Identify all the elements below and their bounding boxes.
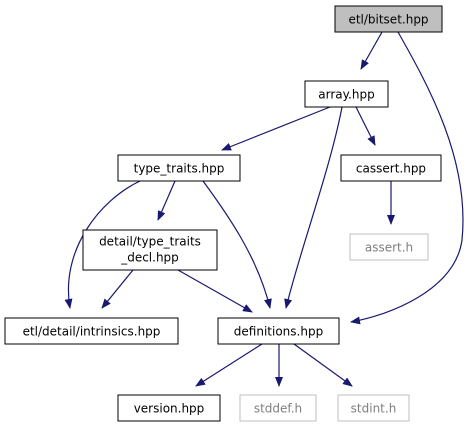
node-box — [349, 233, 429, 261]
node-cassert[interactable]: cassert.hpp — [340, 154, 442, 182]
node-type-traits[interactable]: type_traits.hpp — [117, 154, 241, 182]
node-box — [337, 394, 410, 422]
node-layer: etl/bitset.hpp array.hpp type_traits.hpp ca… — [4, 5, 443, 422]
node-label: assert.h — [365, 241, 413, 255]
node-box — [340, 154, 442, 182]
node-decl[interactable]: detail/type_traits _decl.hpp — [82, 229, 218, 271]
node-stddef[interactable]: stddef.h — [239, 394, 317, 422]
node-label: version.hpp — [134, 402, 205, 416]
node-label: cassert.hpp — [356, 162, 426, 176]
edge-type_traits-to-decl — [157, 180, 176, 221]
node-box — [117, 154, 241, 182]
node-box — [117, 394, 221, 422]
node-box — [4, 317, 179, 345]
node-stdint[interactable]: stdint.h — [337, 394, 410, 422]
edge-array-to-definitions — [284, 106, 343, 309]
node-version[interactable]: version.hpp — [117, 394, 221, 422]
node-label: definitions.hpp — [234, 325, 323, 339]
edge-layer — [64, 31, 464, 387]
node-label: _decl.hpp — [120, 251, 179, 265]
node-box — [82, 229, 218, 271]
node-assert-h[interactable]: assert.h — [349, 233, 429, 261]
edge-decl-to-definitions — [177, 269, 253, 313]
node-box — [304, 80, 389, 108]
node-box — [239, 394, 317, 422]
node-intrinsics[interactable]: etl/detail/intrinsics.hpp — [4, 317, 179, 345]
node-bitset[interactable]: etl/bitset.hpp — [334, 5, 443, 33]
node-label: detail/type_traits — [99, 235, 201, 249]
node-label: type_traits.hpp — [134, 162, 225, 176]
edge-bitset-to-array — [360, 31, 383, 70]
edge-bitset-to-definitions — [350, 31, 464, 325]
edge-type_traits-to-definitions — [202, 180, 272, 309]
node-label: etl/detail/intrinsics.hpp — [23, 325, 161, 339]
node-label: stdint.h — [351, 402, 397, 416]
node-label: etl/bitset.hpp — [348, 13, 428, 27]
edge-decl-to-intrinsics — [101, 269, 134, 309]
node-label: stddef.h — [254, 402, 302, 416]
edge-definitions-to-version — [195, 343, 263, 387]
node-definitions[interactable]: definitions.hpp — [217, 317, 340, 345]
edge-definitions-to-stdint — [293, 343, 353, 387]
node-label: array.hpp — [318, 88, 374, 102]
edge-array-to-type_traits — [221, 106, 331, 151]
node-box — [217, 317, 340, 345]
node-box — [334, 5, 443, 33]
edge-array-to-cassert — [355, 106, 376, 146]
node-array[interactable]: array.hpp — [304, 80, 389, 108]
